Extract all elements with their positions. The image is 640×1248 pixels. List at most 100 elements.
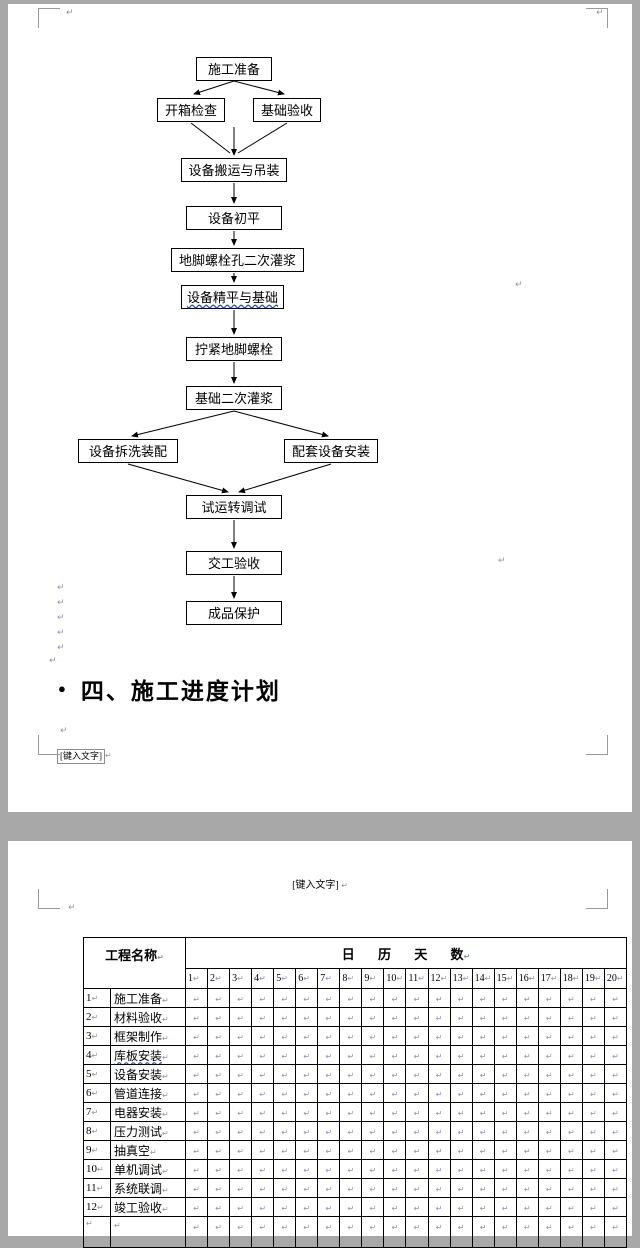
flow-node-label: 基础二次灌浆 bbox=[194, 390, 273, 406]
day-cell: ↵ bbox=[581, 1045, 605, 1065]
paragraph-mark: ↵ bbox=[501, 1033, 509, 1042]
day-cell: ↵ bbox=[207, 1159, 231, 1179]
paragraph-mark: ↵ bbox=[162, 1185, 169, 1195]
paragraph-mark: ↵ bbox=[237, 1223, 244, 1232]
day-cell: ↵ bbox=[405, 1026, 429, 1046]
day-cell: ↵ bbox=[581, 1140, 605, 1160]
paragraph-mark: ↵ bbox=[157, 953, 164, 962]
paragraph-mark: ↵ bbox=[590, 1185, 597, 1194]
paragraph-mark: ↵ bbox=[523, 1147, 531, 1156]
paragraph-mark: ↵ bbox=[612, 1071, 619, 1080]
day-cell: ↵ bbox=[273, 1026, 297, 1046]
paragraph-mark: ↵ bbox=[215, 1014, 222, 1023]
page-2: [键入文字] ↵ ↵ 工程名称↵日 历 天 数↵1↵2↵3↵4↵5↵6↵7↵8↵… bbox=[8, 841, 632, 1248]
schedule-body: 工程名称↵日 历 天 数↵1↵2↵3↵4↵5↵6↵7↵8↵9↵10↵11↵12↵… bbox=[83, 937, 628, 1248]
paragraph-mark: ↵ bbox=[396, 974, 404, 983]
task-name-cell: 施工准备↵ bbox=[110, 988, 186, 1008]
day-cell: ↵ bbox=[339, 1083, 363, 1103]
flow-node: 配套设备安装 bbox=[284, 439, 378, 463]
paragraph-mark: ↵ bbox=[215, 1109, 222, 1118]
paragraph-mark: ↵ bbox=[501, 1223, 509, 1232]
day-cell: ↵ bbox=[361, 1178, 385, 1198]
day-cell: ↵ bbox=[603, 1064, 628, 1084]
paragraph-mark: ↵ bbox=[440, 974, 448, 983]
paragraph-mark: ↵ bbox=[162, 1109, 169, 1119]
header-placeholder-label[interactable]: [键入文字] bbox=[292, 880, 339, 891]
paragraph-mark: ↵ bbox=[612, 1223, 619, 1232]
day-cell: ↵ bbox=[471, 1159, 495, 1179]
day-number-cell: 6↵ bbox=[295, 968, 319, 989]
day-cell: ↵ bbox=[581, 1121, 605, 1141]
day-number-cell-label: 19 bbox=[584, 973, 595, 984]
paragraph-mark: ↵ bbox=[237, 995, 244, 1004]
day-cell: ↵ bbox=[515, 1121, 539, 1141]
table-row: 8↵压力测试↵↵↵↵↵↵↵↵↵↵↵↵↵↵↵↵↵↵↵↵↵ bbox=[83, 1121, 628, 1141]
paragraph-mark: ↵ bbox=[66, 8, 74, 18]
row-number-cell-label: 1 bbox=[86, 992, 92, 1004]
paragraph-mark: ↵ bbox=[612, 1147, 619, 1156]
day-cell: ↵ bbox=[515, 1007, 539, 1027]
paragraph-mark: ↵ bbox=[325, 1090, 333, 1099]
paragraph-mark: ↵ bbox=[435, 1109, 443, 1118]
table-row: 6↵管道连接↵↵↵↵↵↵↵↵↵↵↵↵↵↵↵↵↵↵↵↵↵ bbox=[83, 1083, 628, 1103]
day-number-cell-label: 7 bbox=[320, 973, 326, 984]
flow-node-label: 设备拆洗装配 bbox=[88, 443, 167, 459]
paragraph-mark: ↵ bbox=[325, 1071, 333, 1080]
day-cell: ↵ bbox=[317, 1102, 341, 1122]
paragraph-mark: ↵ bbox=[259, 1033, 267, 1042]
day-cell: ↵ bbox=[361, 1007, 385, 1027]
flow-node: 设备搬运与吊装 bbox=[181, 158, 287, 182]
paragraph-mark: ↵ bbox=[594, 974, 602, 983]
task-name-cell: 抽真空↵ bbox=[110, 1140, 186, 1160]
day-cell: ↵ bbox=[493, 1007, 517, 1027]
day-cell: ↵ bbox=[273, 1121, 297, 1141]
day-cell: ↵ bbox=[471, 1140, 495, 1160]
paragraph-mark: ↵ bbox=[259, 1052, 267, 1061]
day-cell: ↵ bbox=[317, 1197, 341, 1217]
day-cell: ↵ bbox=[361, 1197, 385, 1217]
day-cell: ↵ bbox=[339, 1121, 363, 1141]
paragraph-mark: ↵ bbox=[369, 1033, 377, 1042]
type-text-placeholder[interactable]: [键入文字] ↵ bbox=[57, 749, 112, 764]
paragraph-mark: ↵ bbox=[57, 598, 65, 608]
paragraph-mark: ↵ bbox=[215, 1033, 222, 1042]
paragraph-mark: ↵ bbox=[303, 1223, 311, 1232]
day-cell: ↵ bbox=[229, 1026, 253, 1046]
paragraph-mark: ↵ bbox=[567, 1185, 575, 1194]
day-cell: ↵ bbox=[207, 988, 231, 1008]
paragraph-mark: ↵ bbox=[391, 1090, 399, 1099]
paragraph-mark: ↵ bbox=[435, 1071, 443, 1080]
day-cell: ↵ bbox=[449, 1045, 473, 1065]
paragraph-mark: ↵ bbox=[57, 583, 65, 593]
calendar-days-header-label: 日 历 天 数 bbox=[341, 946, 464, 962]
day-number-cell-label: 2 bbox=[210, 973, 216, 984]
paragraph-mark: ↵ bbox=[545, 1204, 553, 1213]
day-cell: ↵ bbox=[184, 1007, 209, 1027]
paragraph-mark: ↵ bbox=[484, 974, 492, 983]
day-cell: ↵ bbox=[581, 1102, 605, 1122]
day-number-cell: 10↵ bbox=[383, 968, 407, 989]
day-number-cell-label: 18 bbox=[562, 973, 573, 984]
day-number-cell: 17↵ bbox=[537, 968, 561, 989]
day-cell: ↵ bbox=[251, 1216, 275, 1248]
day-cell: ↵ bbox=[515, 1178, 539, 1198]
paragraph-mark: ↵ bbox=[391, 1166, 399, 1175]
paragraph-mark: ↵ bbox=[325, 1109, 333, 1118]
day-cell: ↵ bbox=[229, 1007, 253, 1027]
day-cell: ↵ bbox=[559, 1045, 583, 1065]
header-placeholder[interactable]: [键入文字] ↵ bbox=[8, 876, 632, 891]
paragraph-mark: ↵ bbox=[303, 1128, 311, 1137]
paragraph-mark: ↵ bbox=[57, 628, 65, 638]
day-number-cell: 18↵ bbox=[559, 968, 583, 989]
day-cell: ↵ bbox=[603, 1045, 628, 1065]
paragraph-mark: ↵ bbox=[616, 974, 624, 983]
day-number-cell-label: 10 bbox=[386, 973, 397, 984]
type-text-placeholder-label[interactable]: [键入文字] bbox=[57, 749, 105, 764]
day-cell: ↵ bbox=[515, 1159, 539, 1179]
paragraph-mark: ↵ bbox=[193, 1090, 200, 1099]
paragraph-mark: ↵ bbox=[303, 1109, 311, 1118]
flow-node-label: 地脚螺栓孔二次灌浆 bbox=[178, 252, 296, 268]
paragraph-mark: ↵ bbox=[281, 1090, 289, 1099]
paragraph-mark: ↵ bbox=[612, 1014, 619, 1023]
paragraph-mark: ↵ bbox=[523, 1185, 531, 1194]
